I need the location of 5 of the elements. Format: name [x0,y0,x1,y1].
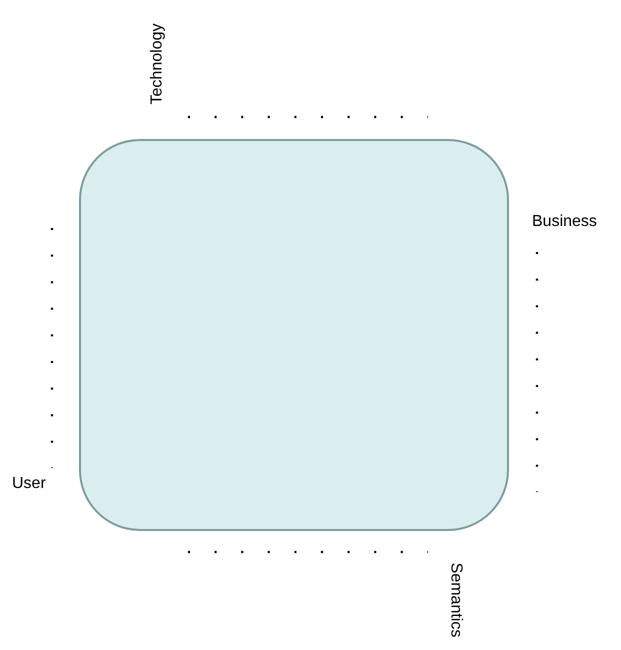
axis-label: User [12,476,46,492]
axis-label: Business [532,214,597,230]
rounded-box [79,139,509,531]
axis-label: Technology [148,24,165,104]
axis-label: Semantics [446,562,463,638]
